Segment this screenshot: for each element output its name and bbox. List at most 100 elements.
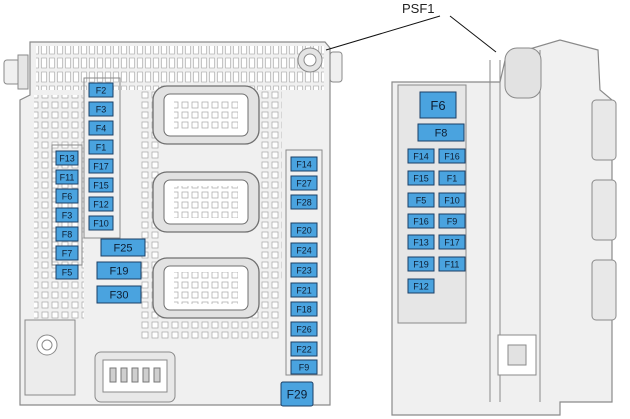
svg-text:F24: F24 <box>296 246 312 256</box>
fuse: F4 <box>88 120 114 136</box>
fuse: F20 <box>290 222 318 238</box>
fuse: F6 <box>419 91 457 119</box>
svg-text:F16: F16 <box>413 217 429 227</box>
svg-text:F8: F8 <box>62 230 73 240</box>
fuse: F17 <box>438 234 466 250</box>
svg-text:F10: F10 <box>93 219 109 229</box>
fuse: F10 <box>438 192 466 208</box>
center-fuse-strip <box>83 77 121 239</box>
fuse: F11 <box>55 169 79 185</box>
fuse: F9 <box>290 359 318 375</box>
svg-text:F14: F14 <box>413 152 429 162</box>
psf1-side-post-top <box>591 99 617 161</box>
psf1-label: PSF1 <box>402 1 435 16</box>
fuse: F27 <box>290 175 318 191</box>
fuses-center-wide: F25 F19 F30 <box>96 238 146 304</box>
svg-text:F13: F13 <box>59 154 75 164</box>
fuse: F16 <box>407 213 435 229</box>
fuse: F6 <box>55 188 79 204</box>
main-fuse-box <box>3 41 343 406</box>
fuse: F1 <box>88 139 114 155</box>
fuse: F17 <box>88 158 114 174</box>
svg-text:F12: F12 <box>93 200 109 210</box>
relay-connector-bottom <box>152 257 260 319</box>
top-vent-grid <box>36 46 324 90</box>
svg-text:F22: F22 <box>296 345 312 355</box>
bottom-mount-tab <box>24 319 76 396</box>
svg-text:F20: F20 <box>296 226 312 236</box>
fuse: F11 <box>438 256 466 272</box>
svg-text:F29: F29 <box>287 388 308 402</box>
svg-text:F1: F1 <box>447 174 458 184</box>
bottom-connector-pins <box>109 367 161 383</box>
callout-leader-right <box>449 15 497 53</box>
fuse: F5 <box>407 192 435 208</box>
svg-text:F10: F10 <box>444 196 460 206</box>
relay-connector-top <box>152 85 260 145</box>
svg-text:F27: F27 <box>296 179 312 189</box>
fuse: F13 <box>407 234 435 250</box>
svg-text:F14: F14 <box>296 160 312 170</box>
svg-text:F9: F9 <box>447 217 458 227</box>
fuse: F26 <box>290 321 318 337</box>
psf1-fuses-top: F6 F8 <box>417 91 465 142</box>
svg-text:F26: F26 <box>296 325 312 335</box>
svg-text:F15: F15 <box>93 181 109 191</box>
fuse: F15 <box>88 177 114 193</box>
svg-text:F11: F11 <box>60 173 75 183</box>
psf1-fuses-left: F14 F15 F5 F16 F13 F19 F12 <box>407 148 435 294</box>
svg-text:F5: F5 <box>62 268 73 278</box>
fuses-right-column: F14 F27 F28 F20 F24 F23 F21 F18 F26 F22 … <box>290 156 318 375</box>
svg-text:F4: F4 <box>96 124 107 134</box>
right-fuse-strip <box>285 149 323 376</box>
psf1-side-post-middle <box>591 179 617 241</box>
svg-text:F15: F15 <box>413 174 429 184</box>
svg-text:F13: F13 <box>413 238 429 248</box>
fuse: F28 <box>290 194 318 210</box>
svg-text:F19: F19 <box>110 266 129 278</box>
svg-text:F3: F3 <box>96 105 107 115</box>
svg-text:F17: F17 <box>93 162 109 172</box>
fuse: F21 <box>290 282 318 298</box>
svg-text:F17: F17 <box>444 238 460 248</box>
svg-text:F11: F11 <box>445 260 460 270</box>
fuse: F22 <box>290 341 318 357</box>
svg-text:F6: F6 <box>62 192 73 202</box>
fuse: F19 <box>96 261 142 280</box>
fuse: F14 <box>407 148 435 164</box>
fuse: F24 <box>290 242 318 258</box>
svg-text:F19: F19 <box>413 260 429 270</box>
fuse: F8 <box>55 226 79 242</box>
fuse: F12 <box>407 278 435 294</box>
right-mount-pin <box>329 51 343 83</box>
svg-text:F28: F28 <box>296 198 312 208</box>
fuse: F1 <box>438 170 466 186</box>
psf1-fuses-right: F16 F1 F10 F9 F17 F11 <box>438 148 466 272</box>
fuses-center-column: F2 F3 F4 F1 F17 F15 F12 F10 <box>88 82 114 231</box>
svg-text:F30: F30 <box>110 290 129 302</box>
fuse: F23 <box>290 262 318 278</box>
svg-text:F18: F18 <box>296 305 312 315</box>
svg-text:F3: F3 <box>62 211 73 221</box>
svg-text:F5: F5 <box>416 196 427 206</box>
svg-text:F23: F23 <box>296 266 312 276</box>
svg-text:F1: F1 <box>96 143 107 153</box>
fuse: F9 <box>438 213 466 229</box>
fuse: F19 <box>407 256 435 272</box>
svg-text:F6: F6 <box>430 98 445 113</box>
svg-text:F25: F25 <box>114 243 133 255</box>
svg-text:F9: F9 <box>299 363 310 373</box>
fuse: F2 <box>88 82 114 98</box>
fuse: F14 <box>290 156 318 172</box>
fuse: F5 <box>55 264 79 280</box>
fuse-bottom: F29 <box>280 381 314 407</box>
psf1-side-post-bottom <box>591 259 617 321</box>
relay-connector-middle <box>152 171 260 233</box>
psf1-callout: PSF1 <box>325 1 497 53</box>
fuse: F18 <box>290 301 318 317</box>
svg-text:F21: F21 <box>296 286 312 296</box>
fuse: F10 <box>88 215 114 231</box>
fuse: F13 <box>55 150 79 166</box>
fuses-left-column: F13 F11 F6 F3 F8 F7 F5 <box>55 150 79 280</box>
